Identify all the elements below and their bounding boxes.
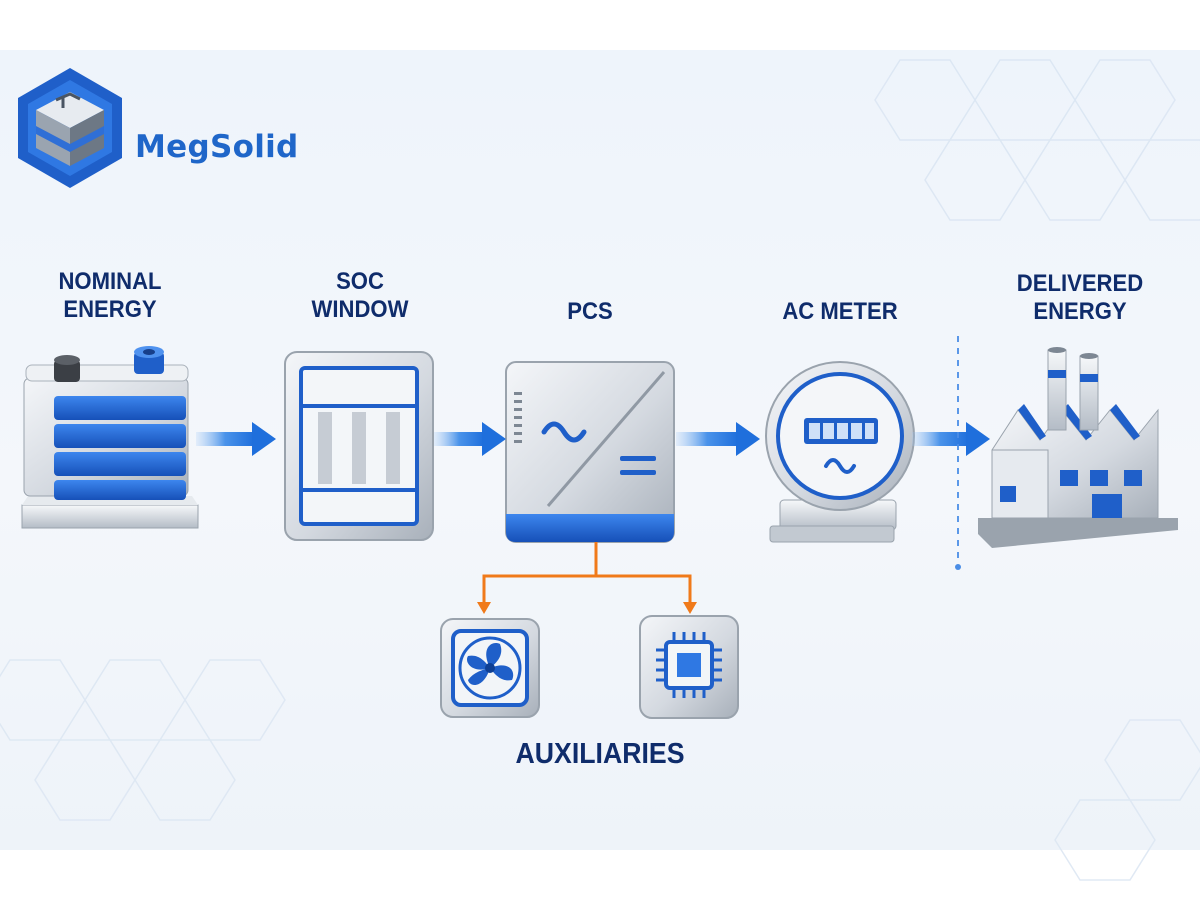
label-ac-meter: AC METER xyxy=(766,298,913,326)
label-line: NOMINAL xyxy=(58,268,162,295)
flow-arrow-1 xyxy=(196,422,276,456)
ac-meter-icon xyxy=(765,361,915,543)
factory-icon xyxy=(978,347,1178,548)
flow-arrow-2 xyxy=(434,422,506,456)
label-pcs: PCS xyxy=(526,298,655,326)
label-delivered-energy: DELIVERED ENERGY xyxy=(1006,270,1153,326)
megsolid-logo-icon xyxy=(18,68,122,188)
metering-boundary-line xyxy=(955,336,961,570)
flow-arrow-4 xyxy=(912,422,990,456)
chip-icon xyxy=(639,615,739,719)
flow-arrow-3 xyxy=(676,422,760,456)
label-soc-window: SOC WINDOW xyxy=(296,268,425,324)
fan-icon xyxy=(440,618,540,718)
hex-pattern-bottom-left xyxy=(0,659,286,821)
label-nominal-energy: NOMINAL ENERGY xyxy=(46,268,175,324)
pcs-inverter-icon xyxy=(505,361,675,543)
label-auxiliaries: AUXILIARIES xyxy=(515,738,685,770)
label-line: WINDOW xyxy=(311,296,409,323)
label-line: ENERGY xyxy=(1033,298,1127,325)
aux-branch-arrows xyxy=(477,542,697,614)
battery-icon xyxy=(21,346,199,529)
label-line: AC METER xyxy=(782,298,898,325)
brand-name: MegSolid xyxy=(135,129,299,165)
soc-window-icon xyxy=(284,351,434,541)
label-line: PCS xyxy=(567,298,613,325)
label-line: DELIVERED xyxy=(1016,270,1144,297)
label-line: SOC xyxy=(336,268,384,295)
hex-pattern-top-right xyxy=(874,59,1200,221)
hex-pattern-bottom-right xyxy=(1054,719,1200,881)
label-line: ENERGY xyxy=(63,296,157,323)
